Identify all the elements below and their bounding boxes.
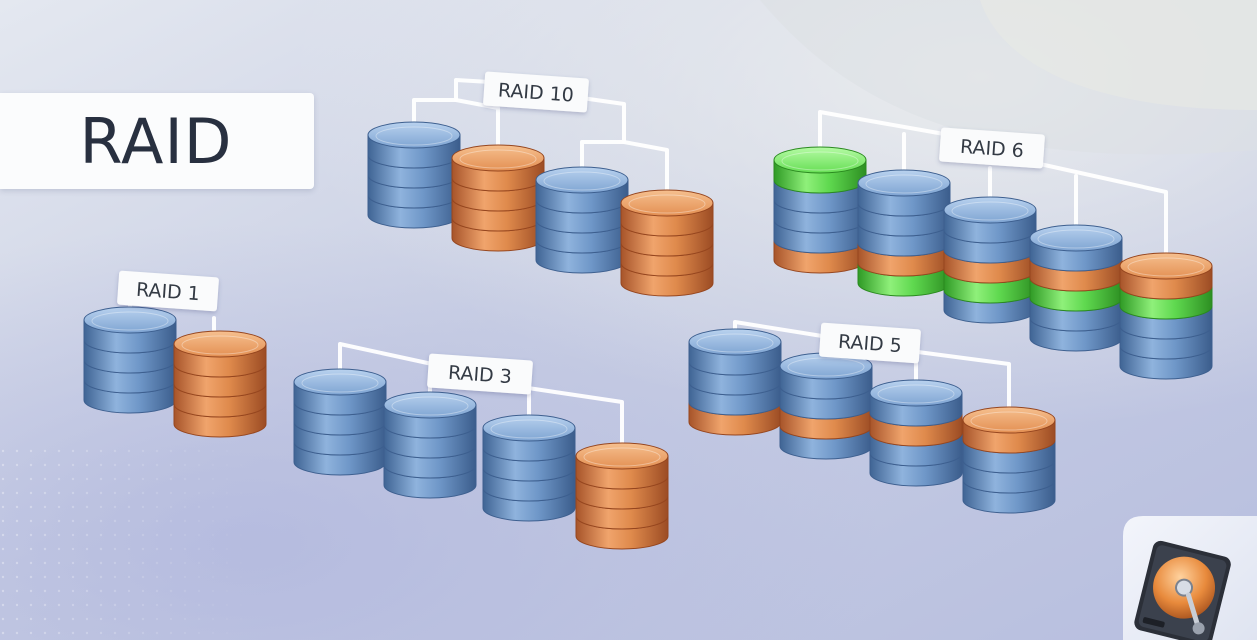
disk-mirror: [451, 144, 545, 192]
disk-stack: [575, 442, 669, 550]
hard-drive-icon: [1123, 516, 1257, 640]
disk-stack: [83, 306, 177, 414]
disk-stack: [451, 144, 545, 252]
disk-stack: [293, 368, 387, 476]
disk-data: [482, 414, 576, 462]
disk-stack: [779, 352, 873, 460]
array-label: RAID 5: [819, 322, 921, 364]
array-label-text: RAID 10: [497, 79, 574, 106]
disk-stack: [943, 196, 1037, 324]
disk-stack: [773, 146, 867, 274]
disk-data: [535, 166, 629, 214]
raid-array-3: [293, 342, 669, 550]
title-card: RAID: [0, 93, 314, 189]
disk-data: [688, 328, 782, 376]
disk-stack: [620, 189, 714, 297]
array-label: RAID 1: [117, 270, 219, 312]
array-label-text: RAID 6: [959, 136, 1024, 162]
disk-mirror: [173, 330, 267, 378]
disk-data: [869, 379, 963, 427]
disk-stack: [1029, 224, 1123, 352]
array-label: RAID 10: [483, 71, 589, 113]
disk-data: [367, 121, 461, 169]
disk-data: [1029, 224, 1123, 272]
raid-array-2: [367, 78, 714, 297]
disk-mirror: [575, 442, 669, 490]
connector-lines: [412, 78, 669, 205]
disk-stack: [482, 414, 576, 522]
raid-array-5: [773, 110, 1213, 380]
disk-data: [293, 368, 387, 416]
disk-stack: [688, 328, 782, 436]
disk-data: [779, 352, 873, 400]
disk-stack: [857, 169, 951, 297]
disk-mirror: [962, 406, 1056, 454]
disk-data: [857, 169, 951, 217]
array-label: RAID 3: [427, 353, 533, 395]
disk-stack: [367, 121, 461, 229]
disk-stack: [383, 391, 477, 499]
disk-data: [83, 306, 177, 354]
array-label: RAID 6: [939, 127, 1045, 169]
disk-mirror: [620, 189, 714, 237]
array-label-text: RAID 1: [135, 279, 200, 305]
disk-green: [773, 146, 867, 194]
array-label-text: RAID 5: [837, 331, 902, 357]
disk-data: [383, 391, 477, 439]
array-label-text: RAID 3: [447, 362, 512, 388]
disk-data: [943, 196, 1037, 244]
raid-array-4: [688, 320, 1056, 514]
disk-stack: [535, 166, 629, 274]
disk-stack: [869, 379, 963, 487]
disk-stack: [173, 330, 267, 438]
disk-stack: [962, 406, 1056, 514]
raid-array-1: [83, 300, 267, 438]
disk-stack: [1119, 252, 1213, 380]
page-title: RAID: [79, 104, 233, 178]
disk-mirror: [1119, 252, 1213, 300]
